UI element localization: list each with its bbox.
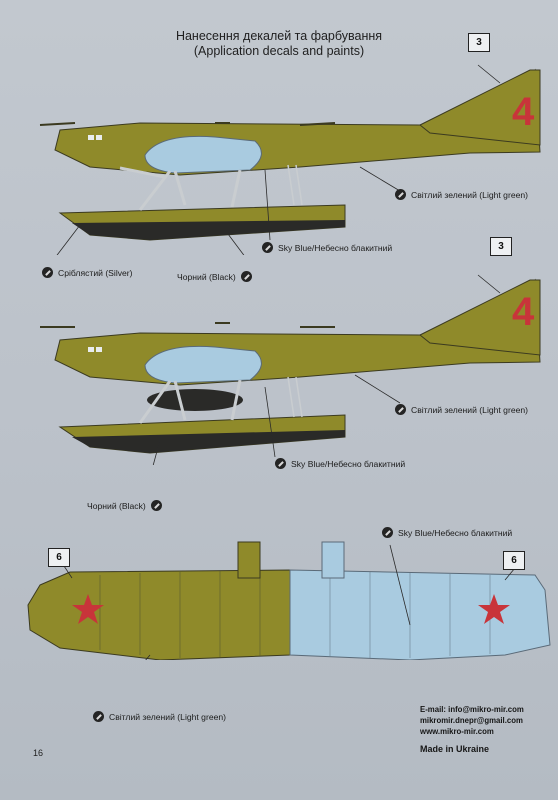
side-view-1-drawing: 4 [39,64,541,255]
fuselage-number-2: 4 [512,290,535,334]
label-sky-blue-2: Sky Blue/Небесно блакитний [275,458,405,469]
email-2: mikromir.dnepr@gmail.com [420,716,523,725]
badge-wing-right: 6 [503,551,525,570]
website: www.mikro-mir.com [420,727,494,736]
label-silver-1: Сріблястий (Silver) [42,267,133,278]
title-english: (Application decals and paints) [193,44,365,58]
label-sky-blue-1: Sky Blue/Небесно блакитний [262,242,392,253]
paint-marker-icon [395,189,406,200]
contact-info: E-mail: info@mikro-mir.com mikromir.dnep… [420,704,524,737]
side-view-2-drawing: 4 [40,274,541,465]
wing-top-view-drawing [27,541,551,660]
paint-marker-icon [275,458,286,469]
paint-marker-icon [382,527,393,538]
label-light-green-2: Світлий зелений (Light green) [395,404,528,415]
page-number: 16 [33,748,44,758]
email: E-mail: info@mikro-mir.com [420,705,524,714]
paint-marker-icon [262,242,273,253]
label-sky-blue-wing: Sky Blue/Небесно блакитний [382,527,512,538]
badge-wing-left: 6 [48,548,70,567]
fuselage-number-1: 4 [512,90,535,134]
paint-marker-icon [240,271,252,282]
label-light-green-wing: Світлий зелений (Light green) [93,711,226,722]
label-black-2: Чорний (Black) [87,500,162,511]
paint-marker-icon [395,404,406,415]
paint-marker-icon [150,500,162,511]
paint-marker-icon [93,711,104,722]
made-in-label: Made in Ukraine [420,744,490,754]
label-black-1: Чорний (Black) [177,271,252,282]
badge-side-2: 3 [490,237,512,256]
paint-marker-icon [42,267,53,278]
title-ukrainian: Нанесення декалей та фарбування [175,29,383,43]
badge-side-1: 3 [468,33,490,52]
label-light-green-1: Світлий зелений (Light green) [395,189,528,200]
